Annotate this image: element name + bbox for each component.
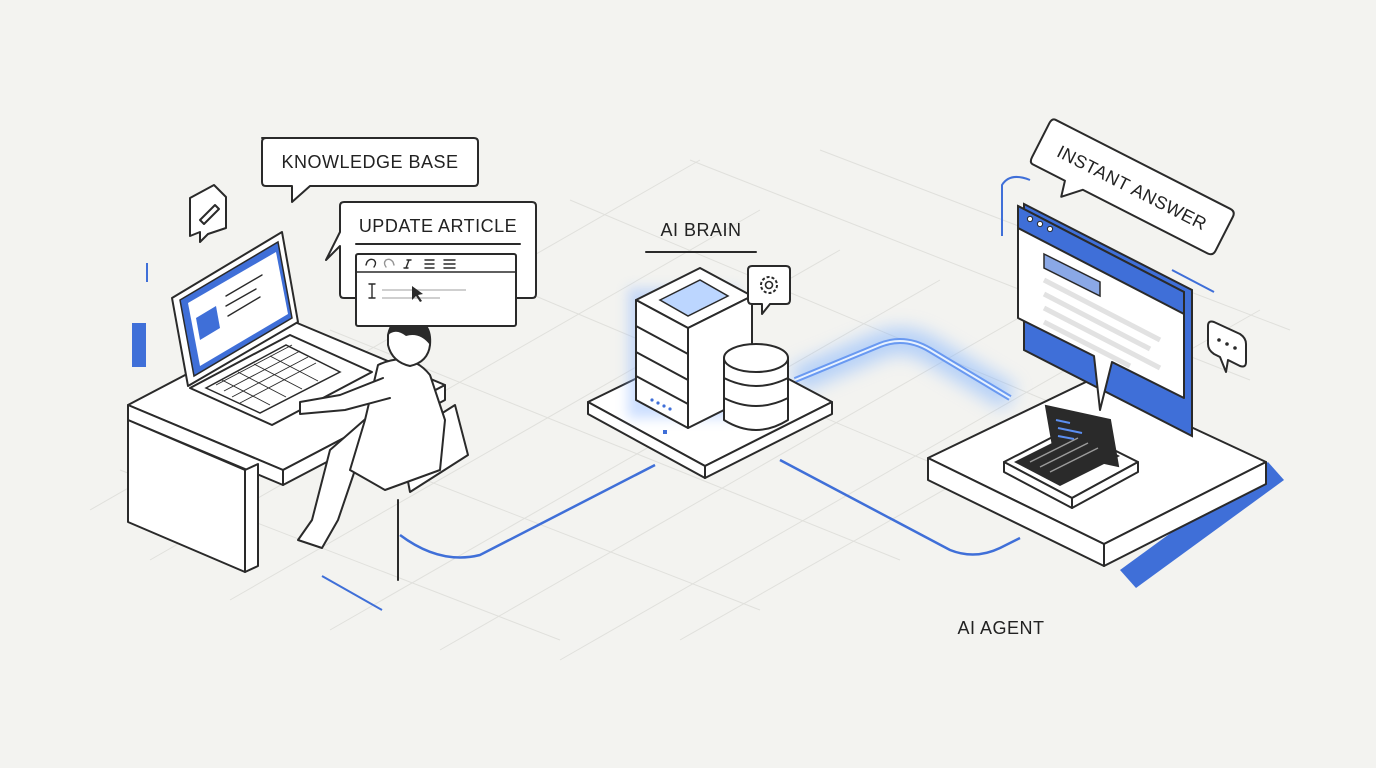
laptop-screen-lines: [225, 274, 263, 317]
answer-text-lines: [1042, 277, 1162, 371]
update-article-bubble: UPDATE ARTICLE: [325, 201, 537, 327]
update-article-label: UPDATE ARTICLE: [359, 216, 517, 236]
knowledge-base-label: KNOWLEDGE BASE: [281, 152, 458, 172]
laptop-keys: [215, 344, 319, 406]
desk-leg-front: [244, 463, 259, 573]
agent-keys: [1029, 437, 1099, 473]
connector-desk-to-brain: [399, 463, 656, 559]
ai-agent-station: INSTANT ANSWER AI AGENT: [927, 118, 1284, 638]
accent-bar-left: [132, 323, 146, 367]
window-dots: [1026, 215, 1054, 233]
pencil-icon: [189, 184, 227, 243]
brain-platform-side: [704, 401, 833, 479]
laptop-screen-panel: [188, 252, 288, 366]
agent-laptop-keyboard: [1014, 432, 1120, 486]
italic-icon: [403, 259, 412, 269]
text-cursor-icon: [368, 283, 376, 299]
ai-brain-station: AI BRAIN: [587, 220, 833, 479]
accent-dash-right: [1171, 269, 1215, 293]
agent-platform-side: [1103, 461, 1267, 567]
person-arm: [299, 377, 391, 415]
bullet-list-icon: [443, 259, 456, 269]
editor-text-lines: [382, 289, 466, 299]
ai-brain-label: AI BRAIN: [660, 220, 741, 240]
ai-agent-label: AI AGENT: [957, 618, 1044, 638]
database-icon: [723, 343, 789, 431]
data-stream: [790, 328, 1017, 410]
editor-toolbar: [365, 258, 456, 269]
laptop-screen-image: [196, 306, 220, 340]
connector-brain-to-agent: [779, 458, 1021, 556]
knowledge-base-bubble: KNOWLEDGE BASE: [261, 137, 479, 203]
list-icon: [424, 259, 435, 269]
monitor-titlebar: [1017, 204, 1185, 316]
server-slots: [635, 325, 689, 405]
redo-icon: [383, 258, 395, 268]
accent-bracket-right: [1001, 175, 1031, 236]
accent-dash-bottom-left: [321, 575, 383, 611]
agent-laptop-base-side: [1071, 461, 1139, 509]
server-top-screen: [658, 279, 730, 317]
gear-icon: [747, 265, 791, 315]
chat-bubble-icon: [1207, 320, 1247, 373]
accent-mark-center: [663, 430, 667, 434]
desk-workstation: [127, 231, 469, 581]
mouse-pointer-icon: [412, 286, 423, 302]
terminal-code-lines: [1055, 419, 1083, 440]
server-lights: [650, 398, 672, 411]
connector-lines: [132, 175, 1215, 611]
answer-highlight: [1043, 252, 1101, 298]
undo-icon: [365, 258, 377, 268]
laptop-keyboard: [204, 344, 342, 414]
